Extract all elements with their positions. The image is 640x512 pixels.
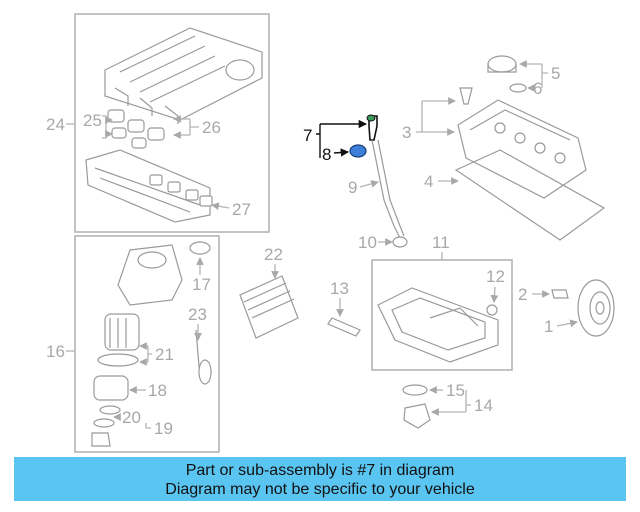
oil-cooler-illustration	[239, 275, 299, 339]
callout-18: 18	[148, 381, 167, 400]
callout-6: 6	[533, 79, 542, 98]
info-banner: Part or sub-assembly is #7 in diagram Di…	[14, 457, 626, 501]
baffle-illustration	[327, 317, 361, 337]
callout-19: 19	[154, 419, 173, 438]
callout-8: 8	[322, 145, 331, 164]
callout-22: 22	[264, 245, 283, 264]
callout-27: 27	[232, 200, 251, 219]
callout-10: 10	[358, 233, 377, 252]
callout-11: 11	[432, 233, 450, 252]
oil-pump-pickup-illustration	[402, 384, 431, 429]
dipstick-illustration	[366, 114, 405, 239]
callout-23: 23	[188, 305, 207, 324]
oil-filter-group-box	[74, 235, 220, 453]
callout-13: 13	[330, 279, 349, 298]
callout-1: 1	[544, 317, 553, 336]
callout-7: 7	[303, 126, 312, 145]
callout-20: 20	[122, 408, 141, 427]
callout-24: 24	[46, 115, 65, 134]
callout-26: 26	[202, 118, 221, 137]
oil-pan-illustration	[377, 287, 499, 363]
callout-15: 15	[446, 381, 465, 400]
dipstick-seal-blue	[349, 144, 367, 158]
callout-16: 16	[46, 342, 65, 361]
callout-25: 25	[83, 111, 102, 130]
banner-line-1: Part or sub-assembly is #7 in diagram	[185, 462, 455, 479]
callout-5: 5	[551, 64, 560, 83]
oil-filter-illustration	[91, 241, 212, 447]
parts-diagram: 24 25 26 27 16 17 23 21 18 20 19	[46, 13, 615, 453]
intake-manifold-group-box	[74, 13, 270, 233]
intake-manifold-illustration	[85, 27, 263, 223]
callout-14: 14	[474, 396, 493, 415]
callout-9: 9	[348, 178, 357, 197]
callout-12: 12	[486, 267, 505, 286]
callout-17: 17	[192, 275, 211, 294]
banner-line-2: Diagram may not be specific to your vehi…	[165, 481, 475, 498]
callout-21: 21	[155, 345, 174, 364]
crank-pulley-illustration	[551, 279, 615, 337]
callout-4: 4	[424, 172, 433, 191]
valve-cover-illustration	[454, 55, 606, 241]
callout-3: 3	[402, 123, 411, 142]
callout-2: 2	[518, 285, 527, 304]
